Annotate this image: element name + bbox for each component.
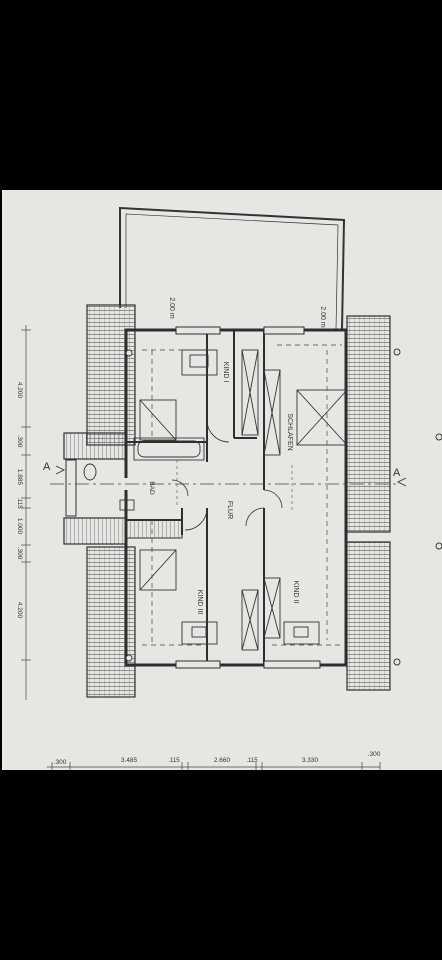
exterior-walls <box>124 328 348 667</box>
section-marker-right: A <box>393 467 401 479</box>
balcony-depth-left: 2.00 m <box>168 297 175 319</box>
balcony-outline <box>119 206 346 331</box>
floor-plan-paper: KIND I SCHLAFEN FLUR BAD KIND II KIND II… <box>2 190 442 770</box>
balcony-depth-right: 2.00 m <box>319 306 326 328</box>
door-swings <box>171 419 283 531</box>
furniture <box>139 349 348 645</box>
room-label-kind-2: KIND II <box>292 581 299 604</box>
slope-lines <box>142 344 342 646</box>
room-label-flur: FLUR <box>226 501 233 519</box>
dimension-lines-bottom <box>47 762 381 770</box>
interior-walls <box>126 330 265 665</box>
room-label-schlafen: SCHLAFEN <box>286 413 293 450</box>
dim-bottom-1: .300 <box>54 759 67 766</box>
section-arrow-left <box>55 465 66 475</box>
room-label-kind-1: KIND I <box>222 362 229 383</box>
dim-left-5: 1.000 <box>16 518 23 535</box>
roof-left-upper <box>86 304 136 446</box>
section-arrow-right <box>396 477 407 487</box>
windows <box>175 326 321 669</box>
dim-bottom-4: 2.660 <box>214 757 231 764</box>
dim-left-7: 4.200 <box>16 602 23 619</box>
dim-bottom-2: 3.485 <box>121 757 138 764</box>
section-marker-left: A <box>43 461 51 473</box>
dim-bottom-6: 3.330 <box>302 757 319 764</box>
flur-lines <box>176 460 293 510</box>
dimension-lines-left <box>21 325 31 700</box>
dim-bottom-7: .300 <box>368 751 381 758</box>
room-label-kind-3: KIND III <box>196 590 203 615</box>
bathroom-fixtures <box>83 437 205 511</box>
roof-right-upper <box>346 315 391 533</box>
dim-bottom-5: .115 <box>246 758 258 764</box>
floor-plan-drawing: KIND I SCHLAFEN FLUR BAD KIND II KIND II… <box>16 206 442 770</box>
dim-left-6: .300 <box>16 547 23 560</box>
columns <box>125 348 442 666</box>
dim-left-4: .115 <box>16 497 22 509</box>
stair-landing <box>65 459 77 517</box>
dim-left-1: 4.200 <box>16 382 23 399</box>
roof-right-lower <box>346 541 391 691</box>
dim-bottom-3: .115 <box>168 758 180 764</box>
dim-left-2: .300 <box>16 435 23 448</box>
roof-left-lower <box>86 546 136 698</box>
room-label-bad: BAD <box>148 481 155 495</box>
dim-left-3: 1.885 <box>16 469 23 486</box>
staircase-lower <box>63 517 127 545</box>
wardrobes <box>241 349 281 651</box>
staircase-mid <box>125 519 183 539</box>
staircase-upper <box>63 432 127 460</box>
